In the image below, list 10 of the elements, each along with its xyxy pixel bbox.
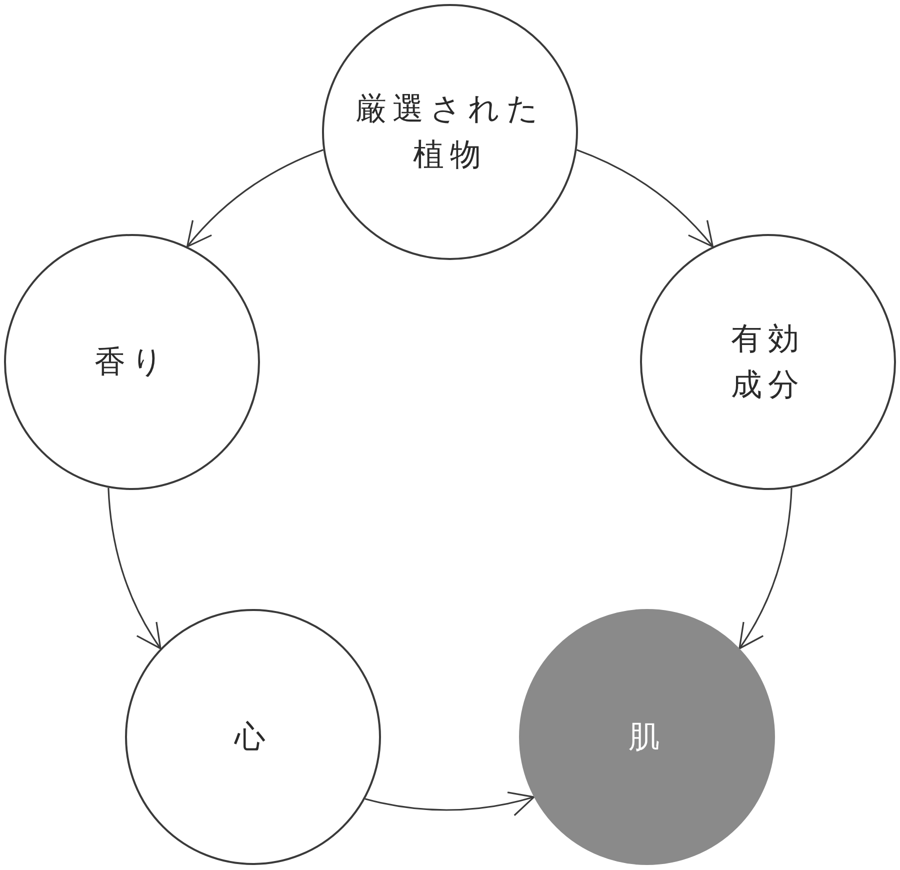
arrow <box>738 488 792 650</box>
arrow <box>364 790 535 816</box>
node-label: 香り <box>93 342 171 382</box>
node-label: 肌 <box>627 718 667 757</box>
arrow <box>108 488 162 650</box>
arrow <box>186 149 324 248</box>
node-label: 有効成分 <box>730 320 806 405</box>
arrow <box>576 149 714 248</box>
node-label: 心 <box>233 718 273 757</box>
node-label: 厳選された植物 <box>354 90 546 175</box>
